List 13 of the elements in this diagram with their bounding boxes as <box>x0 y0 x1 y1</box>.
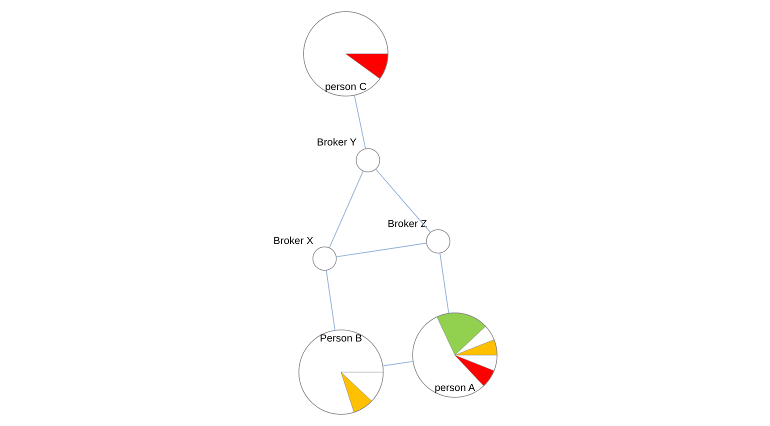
connector <box>382 360 413 366</box>
node-label: Broker X <box>272 236 313 248</box>
node-label: Broker Y <box>316 138 356 149</box>
connector <box>353 94 366 150</box>
node-circle <box>312 246 336 271</box>
node-circle <box>355 148 380 172</box>
node-circle <box>426 229 450 254</box>
connector <box>328 170 364 248</box>
connector <box>438 252 449 314</box>
connector <box>325 270 335 331</box>
connector <box>335 242 426 258</box>
node-label: Broker Z <box>387 218 427 230</box>
connector <box>374 168 430 233</box>
